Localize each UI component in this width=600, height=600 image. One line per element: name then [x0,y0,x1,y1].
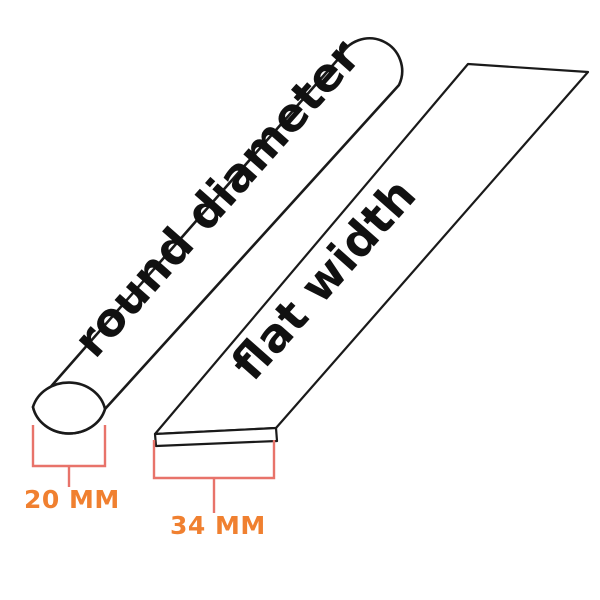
round-tube-end-ellipse [31,381,107,435]
flat-bar-shape [153,62,590,448]
flat-bar-end-face [153,426,279,448]
round-dimension-value: 20 MM [24,485,120,514]
dimension-round-diameter [31,425,107,487]
dimension-flat-width [152,440,276,513]
flat-dimension-value: 34 MM [170,511,266,540]
round-tube-shape [31,37,404,435]
